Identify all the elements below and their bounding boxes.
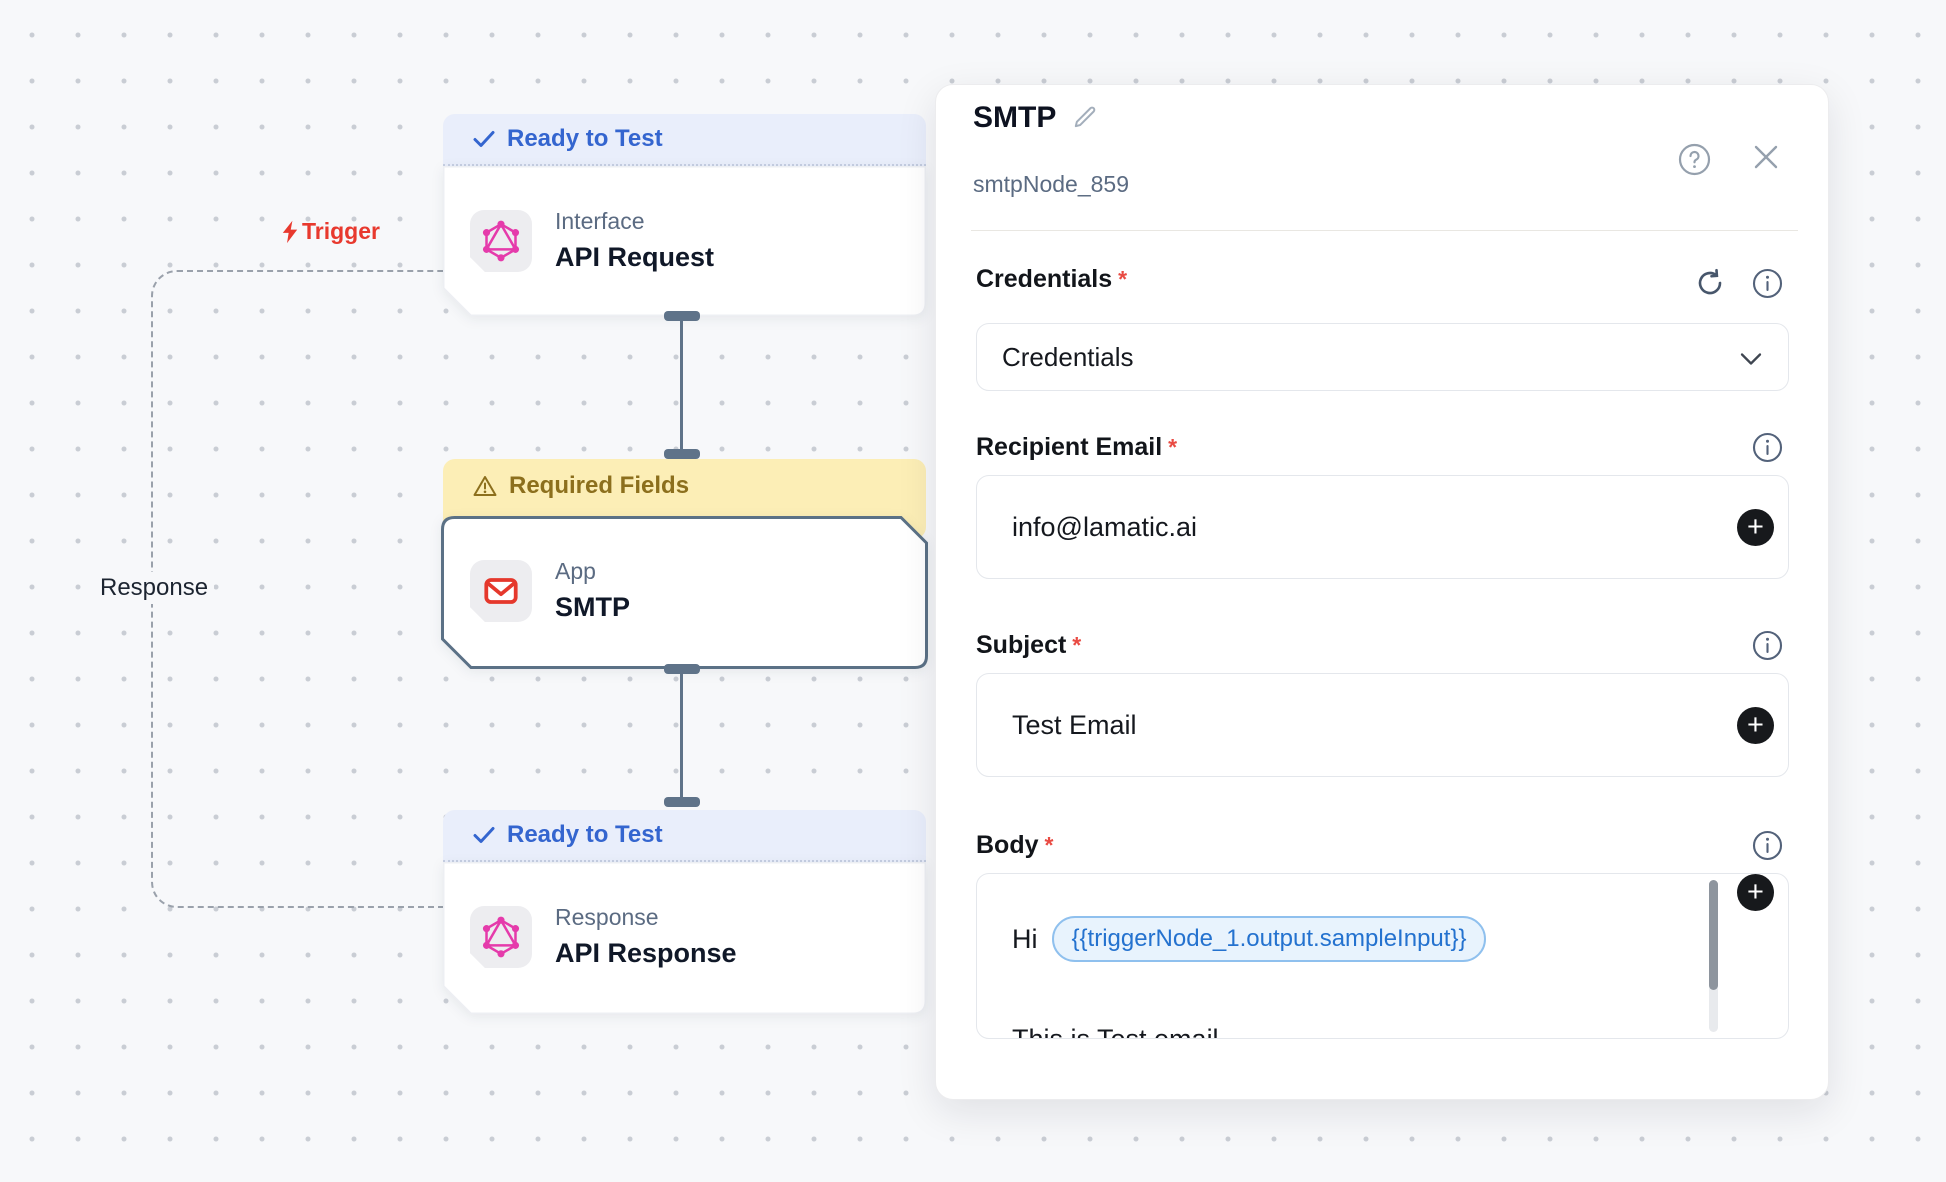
graphql-icon	[470, 906, 532, 968]
node-api-request[interactable]: Ready to Test Interface	[443, 114, 926, 316]
check-icon	[473, 826, 495, 844]
panel-title: SMTP	[973, 101, 1057, 134]
body-scrollbar[interactable]	[1709, 880, 1718, 1032]
node-smtp[interactable]: Required Fields App SMTP	[441, 459, 928, 669]
node-title: API Request	[555, 242, 715, 272]
trigger-label: Trigger	[280, 218, 380, 245]
node-status-badge: Ready to Test	[443, 114, 926, 166]
input-handle-smtp[interactable]	[664, 449, 700, 459]
check-icon	[473, 130, 495, 148]
credentials-label: Credentials*	[976, 265, 1128, 293]
body-scrollbar-thumb[interactable]	[1709, 880, 1718, 990]
node-api-response[interactable]: Ready to Test Response	[443, 810, 926, 1014]
info-icon[interactable]	[1751, 431, 1783, 463]
recipient-email-label: Recipient Email*	[976, 433, 1178, 461]
node-id-label: smtpNode_859	[973, 171, 1129, 197]
info-icon[interactable]	[1751, 267, 1783, 299]
output-handle-api-request[interactable]	[664, 311, 700, 321]
close-icon[interactable]	[1748, 139, 1784, 175]
edit-pencil-icon[interactable]	[1072, 105, 1098, 131]
email-icon	[470, 560, 532, 622]
graphql-icon	[470, 210, 532, 272]
chevron-down-icon	[1740, 342, 1762, 373]
body-label: Body*	[976, 831, 1054, 859]
plus-icon[interactable]: +	[1737, 508, 1774, 546]
edge-smtp-response	[680, 670, 683, 800]
node-category: Response	[555, 904, 659, 930]
node-status-badge: Ready to Test	[443, 810, 926, 862]
edge-request-smtp	[680, 318, 683, 452]
info-icon[interactable]	[1751, 829, 1783, 861]
node-title: SMTP	[555, 592, 631, 622]
plus-icon[interactable]: +	[1737, 706, 1774, 744]
warning-triangle-icon	[473, 475, 497, 497]
response-edge-label: Response	[94, 572, 215, 604]
info-icon[interactable]	[1751, 629, 1783, 661]
variable-chip[interactable]: {{triggerNode_1.output.sampleInput}}	[1051, 916, 1487, 962]
smtp-config-panel: SMTP smtpNode_859 Credentials*	[935, 84, 1829, 1100]
lightning-bolt-icon	[280, 220, 300, 244]
header-divider	[971, 230, 1798, 231]
recipient-email-input[interactable]: info@lamatic.ai +	[976, 475, 1789, 579]
input-handle-response[interactable]	[664, 797, 700, 807]
subject-input[interactable]: Test Email +	[976, 673, 1789, 777]
credentials-select[interactable]: Credentials	[976, 323, 1789, 391]
body-overflow-text: This is Test email	[1012, 1024, 1219, 1039]
output-handle-smtp[interactable]	[664, 664, 700, 674]
node-title: API Response	[555, 938, 737, 968]
node-category: App	[555, 558, 596, 584]
node-card-shape	[443, 862, 926, 1014]
body-textarea[interactable]: Hi {{triggerNode_1.output.sampleInput}} …	[976, 873, 1789, 1039]
refresh-icon[interactable]	[1694, 267, 1726, 299]
help-icon[interactable]	[1676, 141, 1712, 177]
subject-label: Subject*	[976, 631, 1082, 659]
node-category: Interface	[555, 208, 645, 234]
plus-icon[interactable]: +	[1737, 874, 1774, 911]
node-card-shape-selected	[441, 516, 928, 669]
